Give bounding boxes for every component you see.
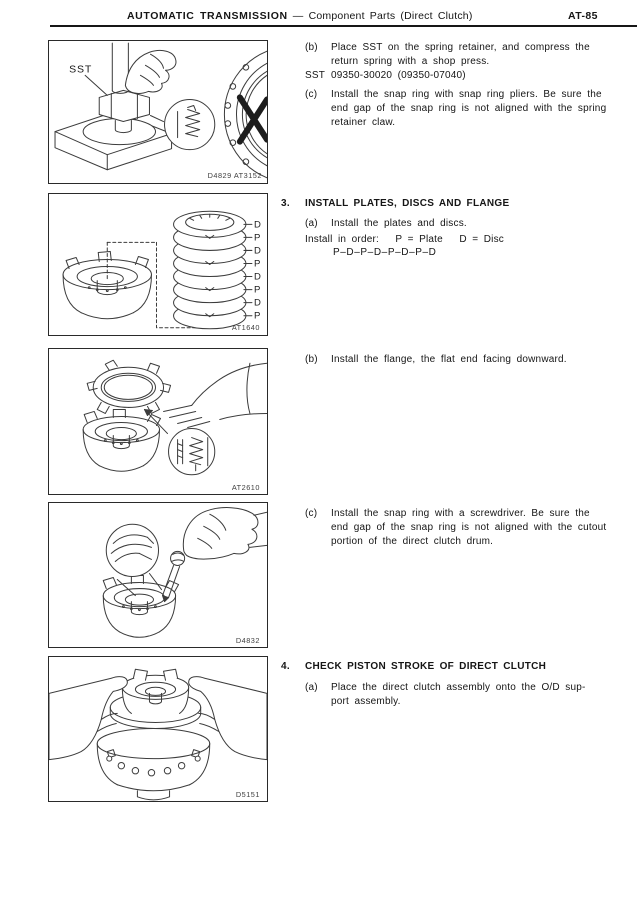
stack-label: P	[254, 285, 260, 296]
step-label: (a)	[305, 682, 318, 693]
sst-note: SST 09350-30020 (09350-07040)	[305, 69, 466, 83]
step-label: (b)	[305, 354, 318, 365]
figure-code: AT1640	[232, 323, 260, 332]
step-b2: (b) Install the flange, the flat end fac…	[305, 353, 567, 367]
stack-illustration: D P D P D P D P AT1640	[62, 210, 261, 332]
step-c1: (c) Install the snap ring with snap ring…	[305, 88, 606, 130]
stack-label: D	[254, 219, 261, 230]
step-label: (c)	[305, 89, 318, 100]
step-line: Place SST on the spring retainer, and co…	[331, 42, 590, 53]
title-separator: —	[292, 10, 304, 22]
section-number: 4.	[281, 661, 290, 672]
step-label: (b)	[305, 42, 318, 53]
figure-flange-install: AT2610	[48, 348, 268, 495]
subsection-title: Component Parts (Direct Clutch)	[308, 10, 473, 22]
sst-note-value: 09350-30020 (09350-07040)	[331, 70, 466, 81]
install-sequence: P–D–P–D–P–D–P–D	[333, 247, 437, 258]
step-label: (c)	[305, 508, 318, 519]
step-3a: (a) Install the plates and discs.	[305, 217, 467, 231]
flange-illustration: AT2610	[82, 359, 267, 492]
press-illustration: SST D4829 AT3152	[54, 42, 267, 180]
step-4a: (a) Place the direct clutch assembly ont…	[305, 681, 586, 709]
section-4-heading: 4. CHECK PISTON STROKE OF DIRECT CLUTCH	[281, 660, 546, 674]
stack-label: D	[254, 245, 261, 256]
page-number: AT-85	[568, 10, 598, 22]
step-line: end gap of the snap ring is not aligned …	[331, 103, 607, 114]
step-line: retainer claw.	[331, 117, 396, 128]
header-rule	[50, 25, 637, 27]
step-line: return spring with a shop press.	[331, 56, 490, 67]
install-order-line: Install in order: P = Plate D = Disc	[305, 234, 504, 245]
figure-press-sst: SST D4829 AT3152	[48, 40, 268, 184]
step-line: portion of the direct clutch drum.	[331, 536, 494, 547]
page-header: AUTOMATIC TRANSMISSION — Component Parts…	[127, 10, 473, 22]
step-line: end gap of the snap ring is not aligned …	[331, 522, 607, 533]
stack-label: D	[254, 272, 261, 283]
stack-label: P	[254, 259, 260, 270]
step-line: port assembly.	[331, 696, 401, 707]
figure-code: AT2610	[232, 483, 260, 492]
step-line: Install the snap ring with snap ring pli…	[331, 89, 602, 100]
stack-label: P	[254, 311, 260, 322]
section-title: INSTALL PLATES, DISCS AND FLANGE	[305, 198, 510, 209]
step-label: (a)	[305, 218, 318, 229]
figure-code: D5151	[236, 790, 260, 799]
sst-callout-label: SST	[69, 63, 92, 75]
stack-label: D	[254, 298, 261, 309]
clutch-placement-illustration: D5151	[49, 668, 267, 801]
screwdriver-illustration: D4832	[102, 507, 267, 645]
step-line: Install the snap ring with a screwdriver…	[331, 508, 590, 519]
section-3-heading: 3. INSTALL PLATES, DISCS AND FLANGE	[281, 197, 509, 211]
step-b1: (b) Place SST on the spring retainer, an…	[305, 41, 590, 69]
figure-clutch-placement: D5151	[48, 656, 268, 802]
section-number: 3.	[281, 198, 290, 209]
step-line: Install the flange, the flat end facing …	[331, 354, 567, 365]
section-title: AUTOMATIC TRANSMISSION	[127, 10, 288, 22]
figure-plate-disc-stack: D P D P D P D P AT1640	[48, 193, 268, 336]
figure-snap-ring-install: D4832	[48, 502, 268, 648]
figure-code: D4829 AT3152	[208, 171, 262, 180]
step-line: Install the plates and discs.	[331, 218, 467, 229]
sst-note-label: SST	[305, 70, 326, 81]
stack-label: P	[254, 232, 260, 243]
section-title: CHECK PISTON STROKE OF DIRECT CLUTCH	[305, 661, 547, 672]
step-c2: (c) Install the snap ring with a screwdr…	[305, 507, 606, 549]
step-line: Place the direct clutch assembly onto th…	[331, 682, 586, 693]
figure-code: D4832	[236, 636, 260, 645]
